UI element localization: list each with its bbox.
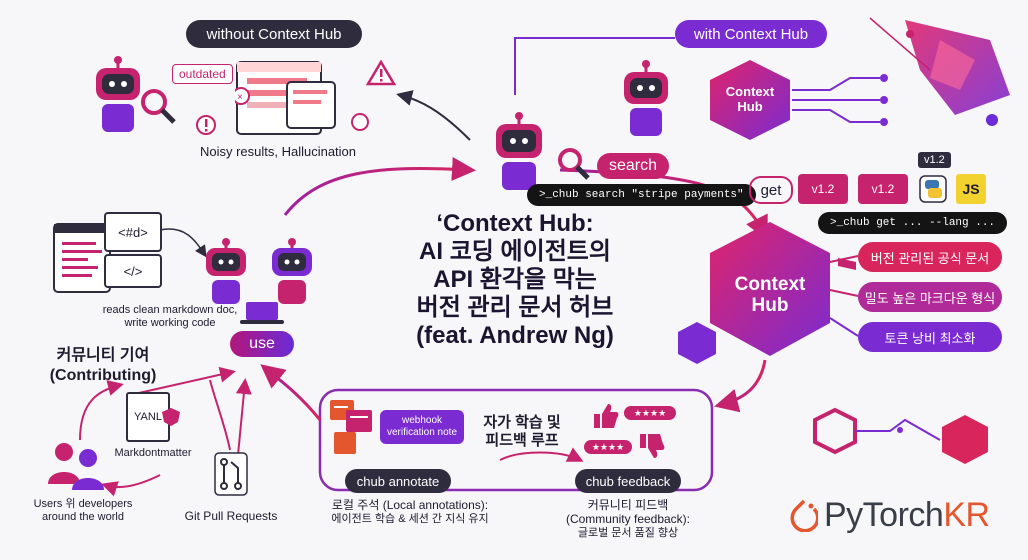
annotate-caption-line2: 에이전트 학습 & 세션 간 지식 유지: [331, 513, 489, 525]
folder-version: v1.2: [811, 182, 835, 196]
outdated-tag: outdated: [172, 64, 233, 84]
loop-title-line1: 자가 학습 및: [483, 414, 561, 431]
annotate-caption-line1: 로컬 주석 (Local annotations):: [331, 498, 489, 512]
chub-feedback-label: chub feedback: [575, 469, 681, 493]
deco-shape: [930, 40, 975, 90]
pytorchkr-logo: PyTorchKR: [824, 496, 990, 535]
feedback-caption-line3: 글로벌 문서 품질 향상: [577, 527, 679, 539]
feedback-caption-line2: (Community feedback):: [565, 512, 691, 526]
folder-version: v1.2: [871, 182, 895, 196]
search-command: >_chub search "stripe payments": [527, 184, 756, 206]
use-caption-line2: write working code: [124, 317, 216, 329]
logo-suffix: KR: [943, 496, 990, 534]
feedback-loop-title: 자가 학습 및 피드백 루프: [472, 414, 572, 450]
with-context-hub-label: with Context Hub: [675, 20, 827, 48]
feature-token-saving: 토큰 낭비 최소화: [858, 322, 1002, 352]
feedback-caption-line1: 커뮤니티 피드백: [587, 498, 669, 512]
get-label: get: [749, 176, 793, 204]
deco-shape: [942, 415, 988, 464]
without-context-hub-label: without Context Hub: [186, 20, 362, 48]
magnifier-icon: [141, 89, 176, 124]
title-line5: (feat. Andrew Ng): [416, 322, 614, 349]
contributing-title-line2: (Contributing): [49, 367, 157, 384]
robot-icon: [96, 56, 140, 132]
users-caption-line2: around the world: [42, 511, 124, 523]
use-caption-line1: reads clean markdown doc,: [102, 304, 238, 316]
warning-icon: [366, 60, 396, 86]
context-hub-large-label: Context Hub: [716, 274, 824, 316]
yaml-file-icon: YANL: [126, 392, 170, 442]
robot-icon: [624, 60, 668, 136]
hub-large-line2: Hub: [751, 295, 789, 316]
folder-icon: v1.2: [858, 174, 908, 204]
title-line2: AI 코딩 에이전트의: [419, 238, 611, 265]
title-line3: API 환각을 막는: [433, 266, 597, 293]
without-caption: Noisy results, Hallucination: [199, 144, 357, 159]
chub-annotate-label: chub annotate: [345, 469, 451, 493]
hub-small-line2: Hub: [737, 99, 763, 114]
robot-icon: [206, 238, 246, 304]
svg-text:×: ×: [237, 92, 243, 103]
note-line1: webhook: [401, 415, 443, 426]
robot-icon: [272, 238, 312, 304]
python-icon: [919, 175, 947, 203]
use-label: use: [230, 331, 294, 357]
shield-icon: [162, 408, 180, 426]
markdown-file-icon: <#d>: [104, 212, 162, 252]
feedback-caption: 커뮤니티 피드백 (Community feedback): 글로벌 문서 품질…: [548, 498, 708, 540]
title-line4: 버전 관리 문서 허브: [416, 294, 614, 321]
users-caption: Users 위 developers around the world: [18, 498, 148, 524]
code-snippet-icon: </>: [104, 254, 162, 288]
loop-title-line2: 피드백 루프: [485, 432, 559, 449]
deco-shape: [678, 322, 716, 364]
pytorch-logo-icon: [790, 499, 818, 532]
feedback-loop-box: [318, 388, 714, 492]
git-pull-requests-label: Git Pull Requests: [184, 509, 278, 523]
thumbs-down-icon: [640, 434, 665, 458]
version-tag: v1.2: [918, 152, 951, 168]
notes-icon: [330, 400, 372, 454]
rating-stars-icon: ★★★★: [624, 406, 676, 420]
contributing-title: 커뮤니티 기여 (Contributing): [28, 346, 178, 386]
get-command: >_chub get ... --lang ...: [818, 212, 1008, 234]
deco-shape: [813, 407, 857, 455]
folder-icon: v1.2: [798, 174, 848, 204]
rating-stars-icon: ★★★★: [584, 440, 632, 454]
feature-dense-markdown: 밀도 높은 마크다운 형식: [858, 282, 1002, 312]
feature-versioned-docs: 버전 관리된 공식 문서: [858, 242, 1002, 272]
note-line2: verification note: [386, 427, 458, 438]
magnifier-icon: [558, 148, 590, 180]
main-title: ‘Context Hub: AI 코딩 에이전트의 API 환각을 막는 버전 …: [380, 210, 650, 350]
hub-small-line1: Context: [725, 84, 775, 99]
contributing-title-line1: 커뮤니티 기여: [56, 347, 150, 364]
yaml-label: YANL: [134, 411, 162, 423]
robot-icon: [496, 112, 542, 190]
webhook-note: webhook verification note: [380, 410, 464, 444]
javascript-icon: JS: [956, 174, 986, 204]
search-label: search: [597, 153, 669, 179]
markdown-frontmatter-label: Markdontmatter: [114, 447, 192, 459]
logo-prefix: PyTorch: [824, 496, 944, 534]
context-hub-small: [710, 60, 790, 140]
outdated-documents-icon: ×: [235, 61, 369, 135]
code-file-icon: [53, 223, 111, 293]
use-caption: reads clean markdown doc, write working …: [90, 304, 250, 330]
title-line1: ‘Context Hub:: [436, 210, 594, 237]
git-pull-request-icon: [214, 452, 248, 496]
hub-large-line1: Context: [734, 274, 806, 295]
laptop-icon: [240, 302, 284, 324]
thumbs-up-icon: [594, 404, 619, 428]
annotate-caption: 로컬 주석 (Local annotations): 에이전트 학습 & 세션 …: [310, 498, 510, 526]
file-label: <#d>: [118, 224, 148, 240]
users-icon: [48, 443, 104, 490]
users-caption-line1: Users 위 developers: [33, 498, 133, 510]
file-label: </>: [123, 263, 143, 279]
error-icon: [196, 115, 216, 135]
context-hub-small-label: Context Hub: [714, 84, 786, 114]
context-hub-large: [710, 222, 830, 356]
